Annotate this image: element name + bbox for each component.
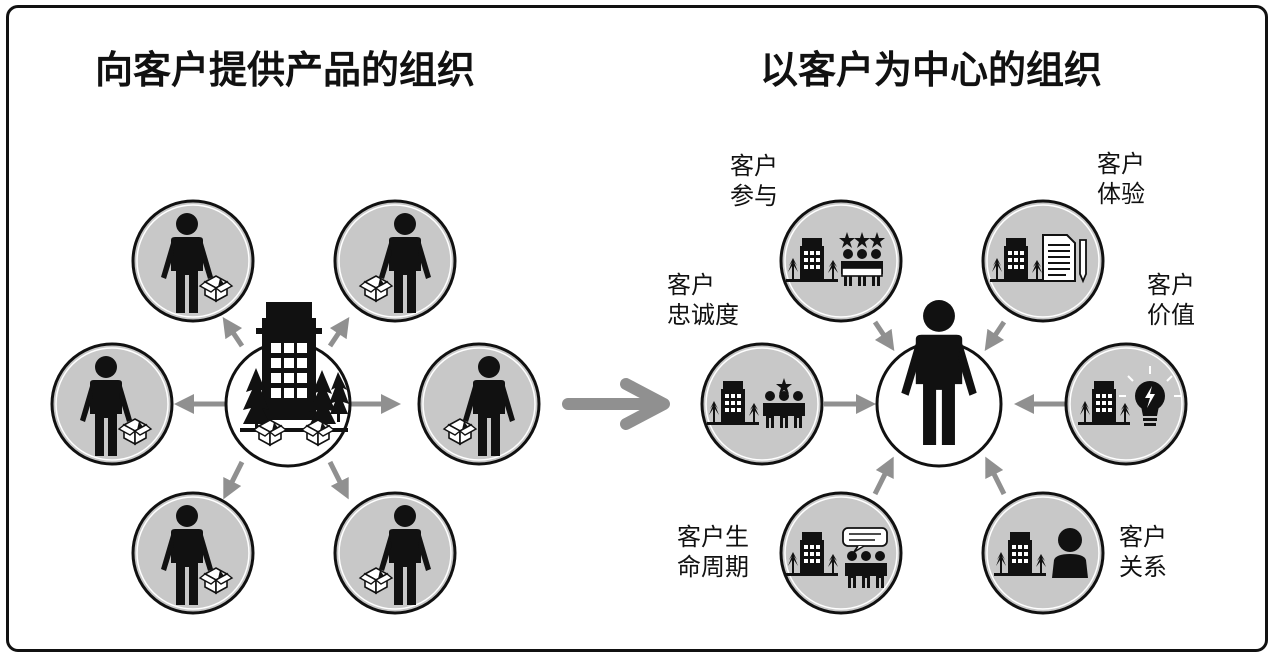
- audience-icon: [841, 249, 883, 286]
- label-relationship: 客户 关系: [1119, 522, 1167, 582]
- label-value-line1: 客户: [1147, 271, 1195, 299]
- label-lifecycle-line1: 客户生: [677, 523, 749, 551]
- circle-customer-relationship: [981, 491, 1105, 615]
- pencil-icon: [1079, 239, 1087, 284]
- arrow-experience: [984, 320, 1007, 351]
- arrow-bottom-right: [327, 460, 349, 500]
- contact-person-icon: [1052, 528, 1088, 578]
- arrow-engagement: [872, 320, 895, 351]
- label-relationship-line2: 关系: [1119, 553, 1167, 581]
- label-lifecycle-line2: 命周期: [677, 553, 749, 581]
- label-relationship-line1: 客户: [1119, 523, 1167, 551]
- lightbulb-icon: [1119, 366, 1181, 426]
- left-circle-bottom-left: [131, 491, 255, 615]
- left-title: 向客户提供产品的组织: [95, 48, 476, 92]
- left-circle-right: [417, 342, 541, 466]
- stars-icon: [839, 232, 885, 248]
- label-experience: 客户 体验: [1097, 149, 1145, 209]
- label-engagement-line1: 客户: [730, 152, 778, 180]
- right-center-customer: [875, 300, 1003, 468]
- label-experience-line2: 体验: [1097, 180, 1145, 208]
- circle-customer-experience: [981, 199, 1105, 323]
- arrow-lifecycle: [872, 456, 894, 496]
- speech-bubble-icon: [842, 527, 888, 553]
- left-circle-bottom-right: [333, 491, 457, 615]
- left-circle-top-right: [333, 199, 457, 323]
- left-circle-left: [50, 342, 174, 466]
- label-engagement: 客户 参与: [730, 151, 778, 211]
- circle-customer-value: [1064, 342, 1188, 466]
- arrow-top-right: [327, 317, 350, 348]
- label-lifecycle: 客户生 命周期: [677, 522, 749, 582]
- circle-customer-loyalty: [700, 342, 824, 466]
- left-arrows: [174, 317, 401, 500]
- circle-customer-engagement: [779, 199, 903, 323]
- left-circle-top-left: [131, 199, 255, 323]
- star-icon: [776, 378, 792, 394]
- transition-arrow: [562, 378, 670, 430]
- label-loyalty-line1: 客户: [667, 271, 715, 299]
- label-engagement-line2: 参与: [730, 182, 778, 210]
- circle-customer-lifecycle: [779, 491, 903, 615]
- left-center-company: [224, 302, 352, 468]
- diagram-frame: [6, 5, 1268, 652]
- arrow-top-left: [222, 317, 245, 348]
- arrow-bottom-left: [223, 460, 245, 500]
- label-value-line2: 价值: [1147, 301, 1195, 329]
- label-experience-line1: 客户: [1097, 150, 1145, 178]
- label-loyalty-line2: 忠诚度: [667, 301, 739, 329]
- label-value: 客户 价值: [1147, 270, 1195, 330]
- document-icon: [1042, 234, 1076, 282]
- label-loyalty: 客户 忠诚度: [667, 270, 739, 330]
- right-arrows: [824, 320, 1066, 496]
- company-building-icon: [256, 302, 322, 420]
- tree-icon: [243, 368, 349, 432]
- arrow-relationship: [985, 456, 1007, 496]
- right-title: 以客户为中心的组织: [760, 48, 1103, 92]
